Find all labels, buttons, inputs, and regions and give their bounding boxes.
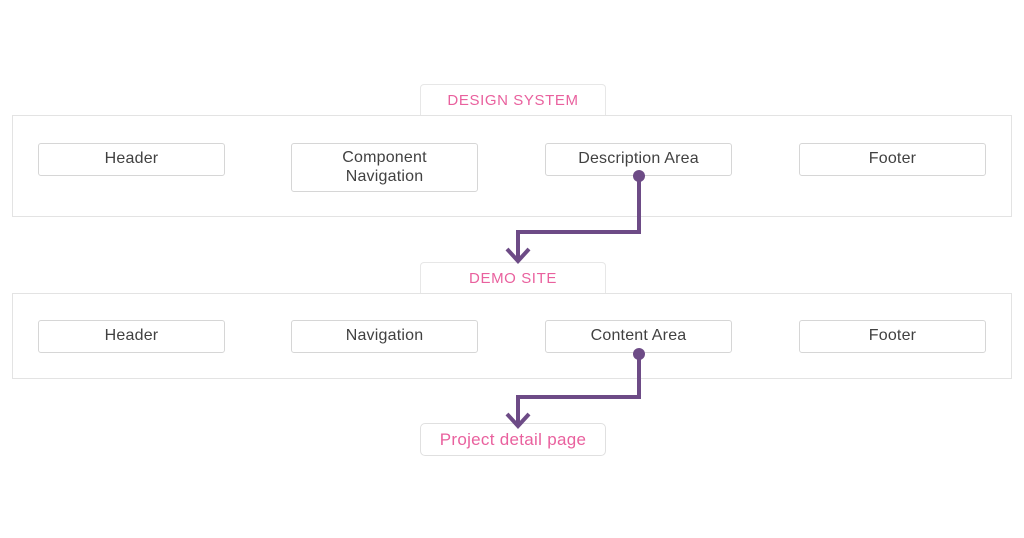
demo-site-label: DEMO SITE	[420, 262, 606, 293]
node-demo-navigation: Navigation	[291, 320, 478, 353]
design-system-container: Header Component Navigation Description …	[12, 115, 1012, 217]
node-ds-header: Header	[38, 143, 225, 176]
node-label: Component Navigation	[342, 149, 427, 185]
node-ds-component-navigation: Component Navigation	[291, 143, 478, 192]
node-ds-footer: Footer	[799, 143, 986, 176]
node-demo-footer: Footer	[799, 320, 986, 353]
design-system-label-text: DESIGN SYSTEM	[447, 91, 579, 109]
connector-arrowhead-icon	[505, 247, 531, 264]
node-label: Header	[104, 150, 159, 168]
node-demo-content-area: Content Area	[545, 320, 732, 353]
node-label: Footer	[868, 150, 917, 168]
project-detail-page-label-text: Project detail page	[439, 429, 587, 449]
node-label: Header	[104, 327, 159, 345]
project-detail-page-label: Project detail page	[420, 423, 606, 456]
demo-site-label-text: DEMO SITE	[469, 269, 557, 287]
demo-site-container: Header Navigation Content Area Footer	[12, 293, 1012, 379]
design-system-label: DESIGN SYSTEM	[420, 84, 606, 115]
node-ds-description-area: Description Area	[545, 143, 732, 176]
node-label: Content Area	[590, 327, 687, 345]
node-label: Footer	[868, 327, 917, 345]
node-label: Description Area	[578, 150, 699, 168]
node-demo-header: Header	[38, 320, 225, 353]
node-label: Navigation	[345, 327, 424, 345]
